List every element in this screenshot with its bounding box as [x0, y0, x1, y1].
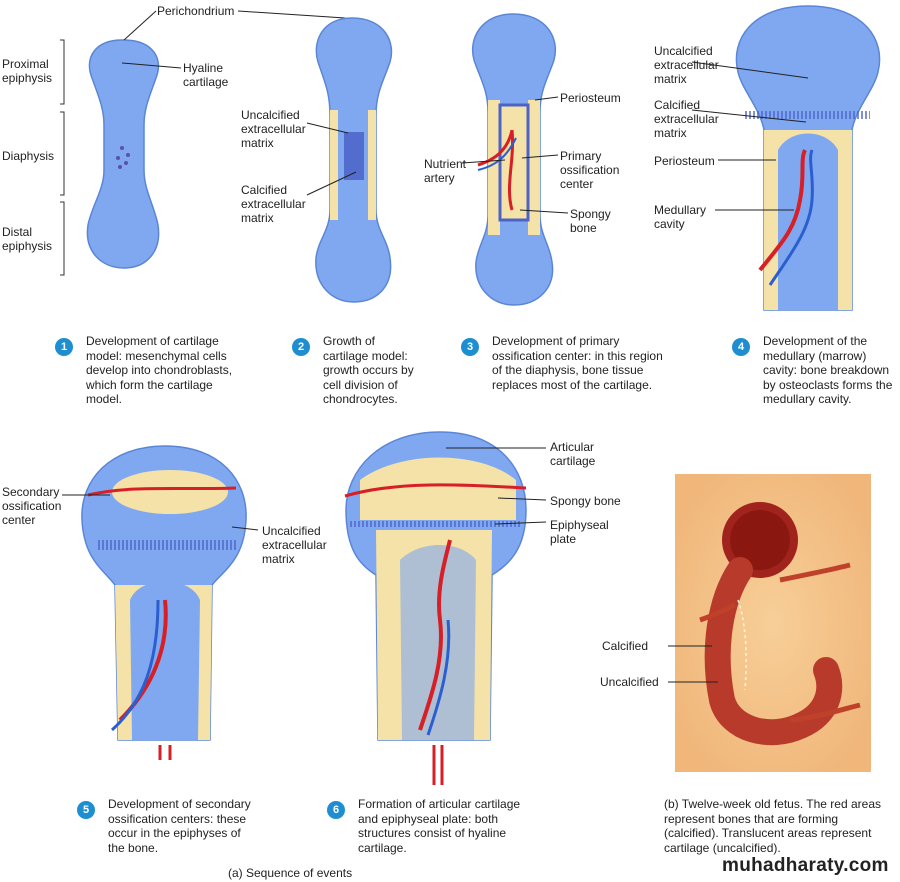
stage5-secondary-ossification	[81, 445, 247, 760]
stage1-cartilage-model	[86, 39, 160, 269]
leader-lines-5	[62, 494, 259, 531]
bracket-proximal-epiphysis	[60, 39, 65, 105]
label-uncalcified-ecm-stage4: Uncalcified extracellular matrix	[654, 44, 719, 86]
label-medullary-cavity: Medullary cavity	[654, 203, 707, 231]
fetus-photo	[675, 474, 871, 772]
step-badge-4: 4	[732, 338, 750, 356]
label-proximal-epiphysis: Proximal epiphysis	[2, 57, 53, 85]
label-hyaline-cartilage: Hyaline cartilage	[183, 61, 229, 89]
watermark: muhadharaty.com	[722, 855, 889, 876]
label-epiphyseal-plate: Epiphyseal plate	[550, 518, 609, 546]
step-badge-1: 1	[55, 338, 73, 356]
stage4-medullary-cavity	[735, 5, 881, 311]
step-caption-6: Formation of articular cartilage and epi…	[358, 797, 521, 855]
step-badge-2: 2	[292, 338, 310, 356]
step-caption-2: Growth of cartilage model: growth occurs…	[323, 334, 414, 406]
label-spongy-bone-stage3: Spongy bone	[570, 207, 611, 235]
label-periosteum-stage3: Periosteum	[560, 91, 621, 105]
label-uncalcified-ecm-stage2: Uncalcified extracellular matrix	[241, 108, 306, 150]
label-distal-epiphysis: Distal epiphysis	[2, 225, 53, 253]
label-nutrient-artery: Nutrient artery	[424, 157, 467, 185]
caption-a-sequence-of-events: (a) Sequence of events	[228, 866, 353, 880]
stage2-cartilage-growth	[315, 17, 393, 303]
leader-lines-6	[446, 447, 547, 525]
label-perichondrium: Perichondrium	[157, 4, 235, 18]
label-primary-ossification-center: Primary ossification center	[560, 149, 620, 191]
leader-lines-b	[668, 645, 718, 683]
label-periosteum-stage4: Periosteum	[654, 154, 715, 168]
stage3-primary-ossification	[472, 13, 556, 306]
step-caption-4: Development of the medullary (marrow) ca…	[763, 334, 893, 406]
label-calcified-fetus: Calcified	[602, 639, 649, 653]
leader-lines-3	[461, 96, 569, 214]
label-calcified-ecm-stage2: Calcified extracellular matrix	[241, 183, 306, 225]
leader-lines-1	[121, 10, 346, 69]
leader-lines-2	[306, 122, 357, 196]
step-caption-5: Development of secondary ossification ce…	[108, 797, 251, 855]
step-caption-3: Development of primary ossification cent…	[492, 334, 663, 392]
step-badge-6: 6	[327, 801, 345, 819]
bracket-distal-epiphysis	[60, 201, 65, 276]
label-uncalcified-fetus: Uncalcified	[600, 675, 659, 689]
bracket-diaphysis	[60, 111, 65, 196]
label-secondary-ossification-center: Secondary ossification center	[2, 485, 62, 527]
stage6-articular-epiphyseal	[344, 431, 527, 785]
caption-b-fetus: (b) Twelve-week old fetus. The red areas…	[664, 797, 881, 855]
step-caption-1: Development of cartilage model: mesenchy…	[86, 334, 233, 406]
label-diaphysis: Diaphysis	[2, 149, 55, 163]
label-uncalcified-ecm-stage5: Uncalcified extracellular matrix	[262, 524, 327, 566]
label-articular-cartilage: Articular cartilage	[550, 440, 596, 468]
leader-lines-4	[691, 61, 809, 211]
step-badge-3: 3	[461, 338, 479, 356]
label-spongy-bone-stage6: Spongy bone	[550, 494, 621, 508]
label-calcified-ecm-stage4: Calcified extracellular matrix	[654, 98, 719, 140]
step-badge-5: 5	[77, 801, 95, 819]
